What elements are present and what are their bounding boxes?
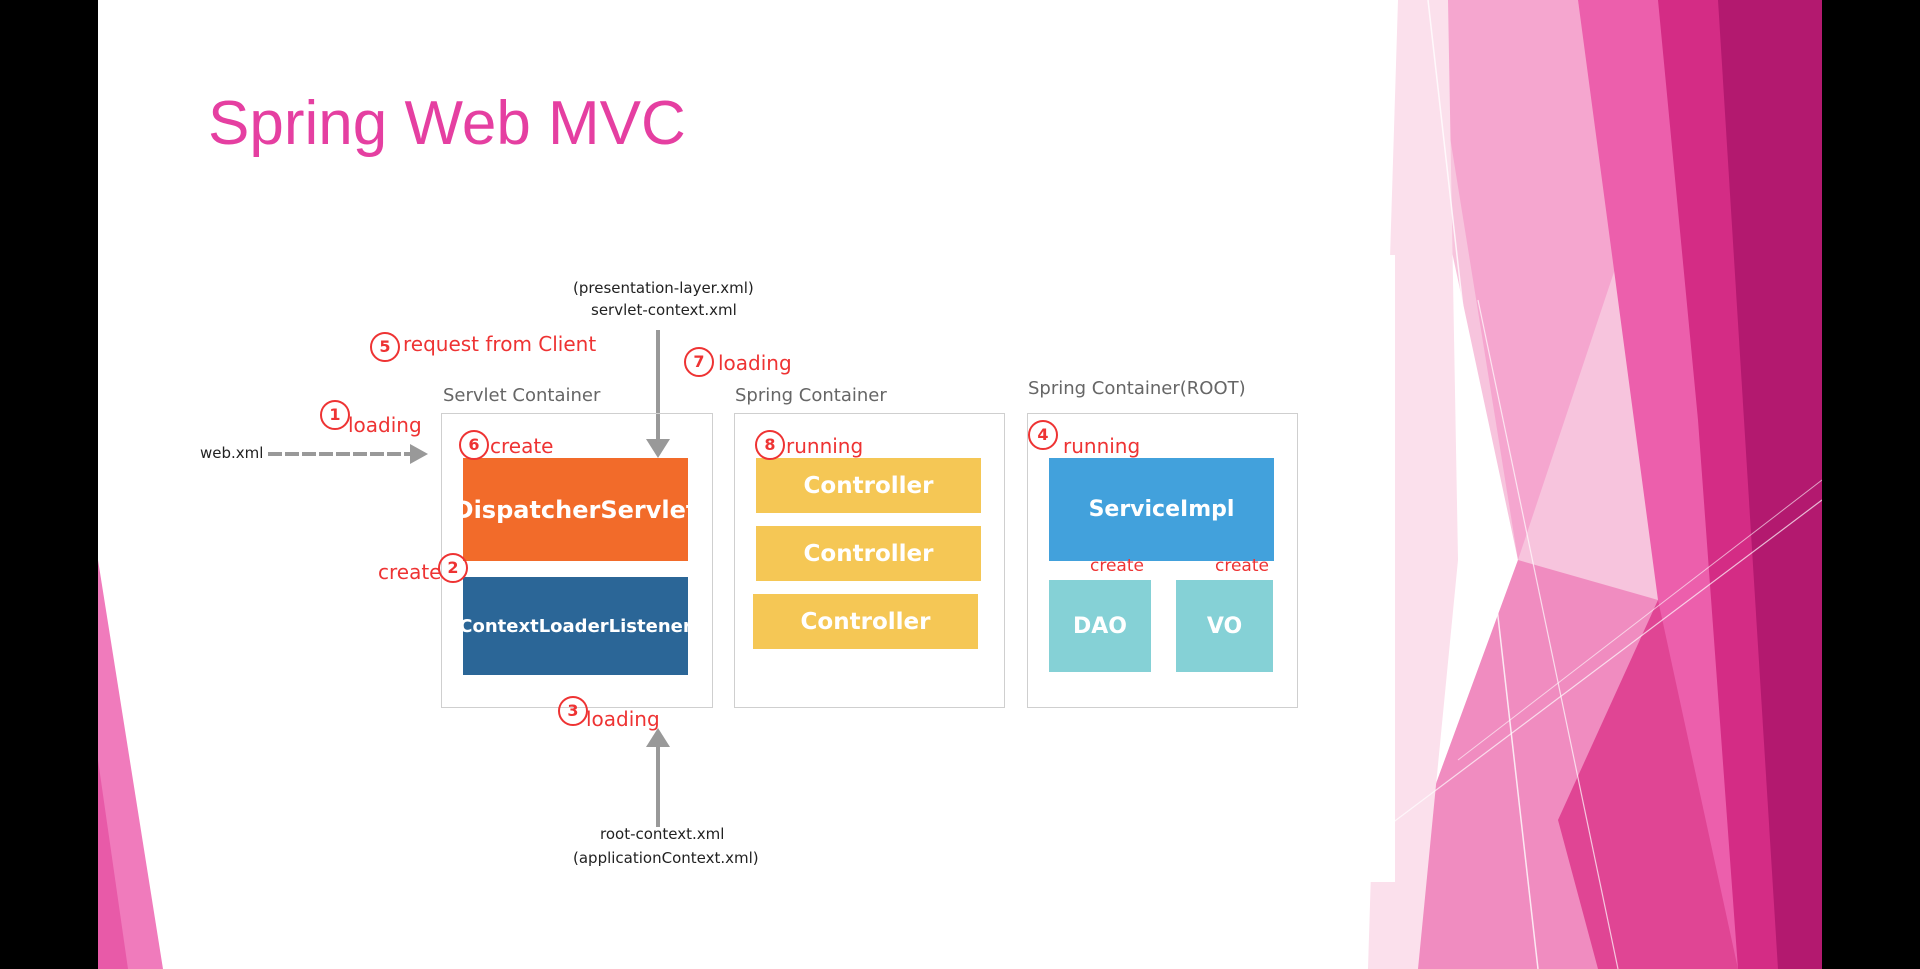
service-impl-box: ServiceImpl <box>1049 458 1274 561</box>
servlet-context-file-label: servlet-context.xml <box>591 301 737 319</box>
step-7-badge: 7 <box>684 347 714 377</box>
dao-box: DAO <box>1049 580 1151 672</box>
spring-container <box>734 413 1005 708</box>
step-4-label: running <box>1063 434 1141 458</box>
step-5-label: request from Client <box>403 332 597 356</box>
dispatcher-servlet-box: DispatcherServlet <box>454 458 697 561</box>
step-5-badge: 5 <box>370 332 400 362</box>
step-1-label: loading <box>348 413 422 437</box>
spring-container-title: Spring Container <box>735 385 887 406</box>
step-2-badge: 2 <box>438 553 468 583</box>
spring-mvc-diagram: (presentation-layer.xml) servlet-context… <box>188 255 1395 882</box>
vo-box: VO <box>1176 580 1273 672</box>
controller-box-2: Controller <box>756 526 981 581</box>
context-loader-listener-box: ContextLoaderListener <box>459 577 692 675</box>
diagram-arrows <box>268 330 670 827</box>
slide: Spring Web MVC (presentation-layer.xml) … <box>98 0 1822 969</box>
step-8-badge: 8 <box>755 430 785 460</box>
step-6-badge: 6 <box>459 430 489 460</box>
application-context-file-label: (applicationContext.xml) <box>573 849 759 867</box>
step-6-label: create <box>490 434 554 458</box>
step-1-badge: 1 <box>320 400 350 430</box>
slide-title: Spring Web MVC <box>208 89 686 158</box>
presentation-layer-file-label: (presentation-layer.xml) <box>573 279 754 297</box>
create-dao-label: create <box>1090 556 1144 576</box>
step-7-label: loading <box>718 351 792 375</box>
servlet-container-title: Servlet Container <box>443 385 601 406</box>
step-3-label: loading <box>586 707 660 731</box>
step-4-badge: 4 <box>1028 420 1058 450</box>
controller-box-3: Controller <box>753 594 978 649</box>
create-vo-label: create <box>1215 556 1269 576</box>
step-2-label: create <box>378 560 442 584</box>
web-xml-file-label: web.xml <box>200 444 264 462</box>
root-context-file-label: root-context.xml <box>600 825 725 843</box>
root-container-title: Spring Container(ROOT) <box>1028 378 1246 399</box>
step-8-label: running <box>786 434 864 458</box>
step-3-badge: 3 <box>558 696 588 726</box>
root-container <box>1027 413 1298 708</box>
controller-box-1: Controller <box>756 458 981 513</box>
